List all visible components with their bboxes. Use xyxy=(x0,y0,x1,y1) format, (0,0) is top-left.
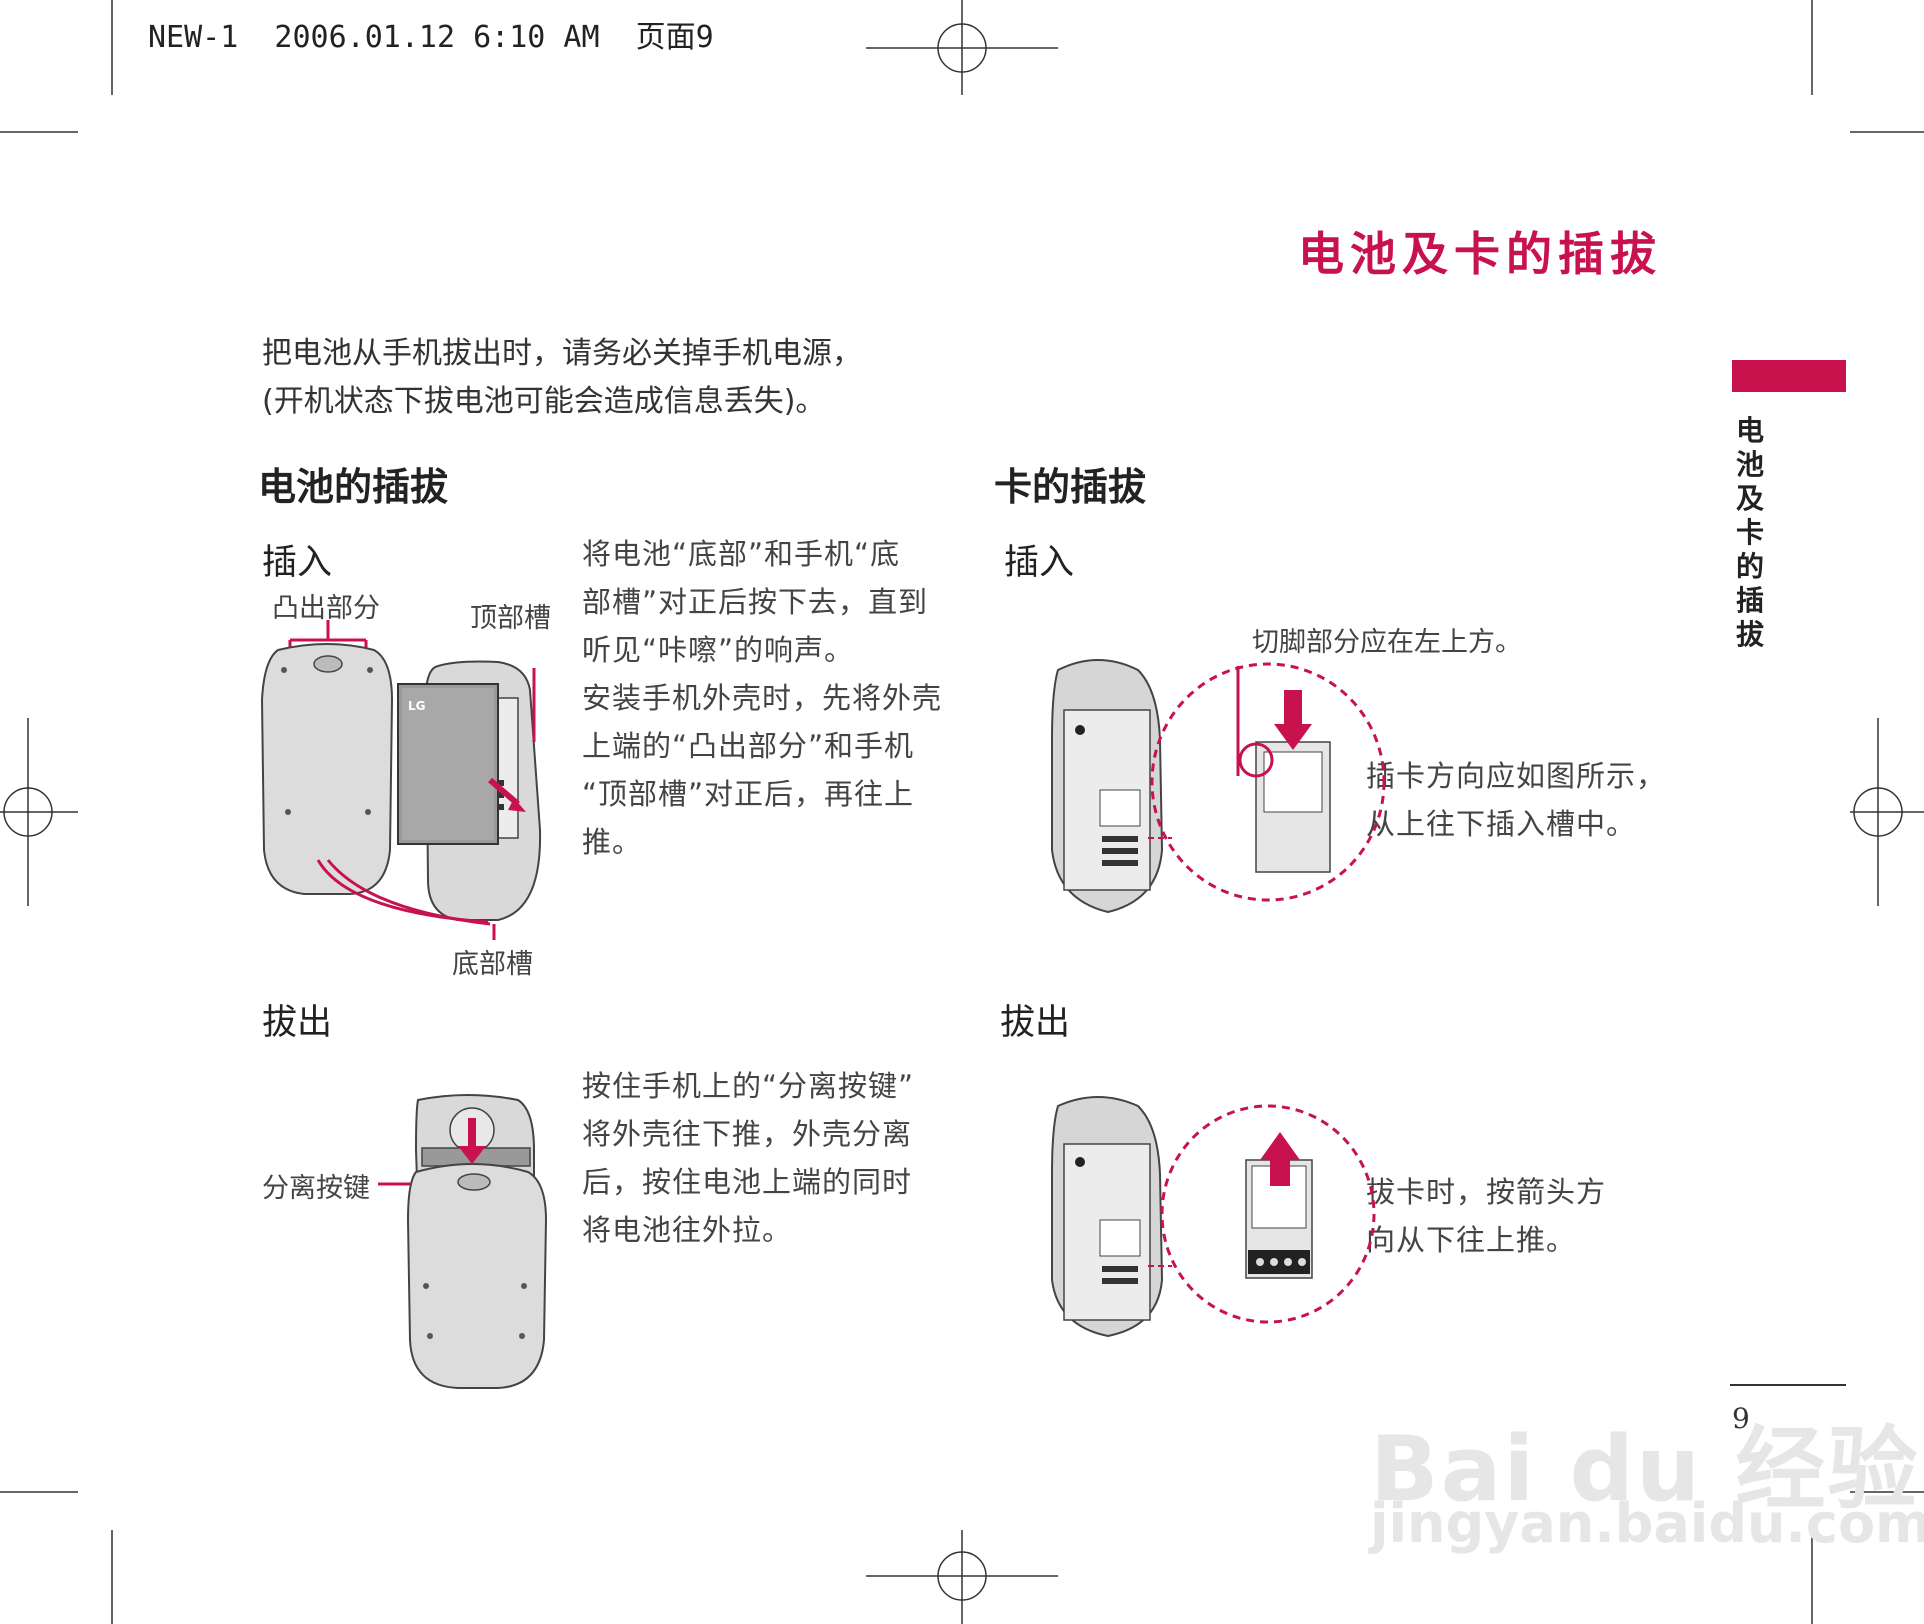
protrusion-label: 凸出部分 xyxy=(272,593,380,624)
notch-label: 切脚部分应在左上方。 xyxy=(1252,627,1522,658)
battery-remove-illustration xyxy=(378,1094,548,1389)
battery-insert-heading: 插入 xyxy=(262,543,333,583)
print-header: NEW-1 2006.01.12 6:10 AM 页面9 xyxy=(148,20,714,55)
page-number-rule xyxy=(1730,1384,1846,1386)
side-tab-marker xyxy=(1732,360,1846,392)
battery-remove-text: 按住手机上的“分离按键” 将外壳往下推，外壳分离 后，按住电池上端的同时 将电池… xyxy=(582,1069,915,1247)
top-slot-label: 顶部槽 xyxy=(470,603,551,634)
intro-line-2: (开机状态下拔电池可能会造成信息丢失)。 xyxy=(262,384,826,419)
baidu-watermark: Bai du 经验 xyxy=(1370,1417,1920,1522)
card-remove-text: 拔卡时，按箭头方 向从下往上推。 xyxy=(1366,1175,1607,1257)
lg-logo: LG xyxy=(408,699,426,713)
battery-insert-text: 将电池“底部”和手机“底 部槽”对正后按下去，直到 听见“咔嚓”的响声。 安装手… xyxy=(582,537,943,859)
card-insert-text: 插卡方向应如图所示， 从上往下插入槽中。 xyxy=(1366,759,1667,841)
card-section-heading: 卡的插拔 xyxy=(994,465,1147,509)
page-title: 电池及卡的插拔 xyxy=(1298,227,1662,281)
page-number: 9 xyxy=(1732,1402,1750,1435)
bottom-slot-label: 底部槽 xyxy=(452,949,533,980)
card-insert-heading: 插入 xyxy=(1004,543,1075,583)
baidu-watermark-url: jingyan.baidu.com xyxy=(1370,1492,1924,1555)
battery-insert-illustration: LG xyxy=(260,620,542,940)
card-remove-illustration xyxy=(1051,1096,1376,1338)
release-key-label: 分离按键 xyxy=(262,1173,370,1204)
intro-line-1: 把电池从手机拔出时，请务必关掉手机电源， xyxy=(262,336,862,371)
intro-paragraph: 把电池从手机拔出时，请务必关掉手机电源， (开机状态下拔电池可能会造成信息丢失)… xyxy=(262,330,862,426)
side-tab-text: 电 池 及 卡 的 插 拔 xyxy=(1735,414,1764,651)
battery-remove-heading: 拔出 xyxy=(262,1003,333,1043)
card-remove-heading: 拔出 xyxy=(1000,1003,1071,1043)
card-insert-illustration xyxy=(1051,659,1386,914)
battery-section-heading: 电池的插拔 xyxy=(258,465,449,509)
